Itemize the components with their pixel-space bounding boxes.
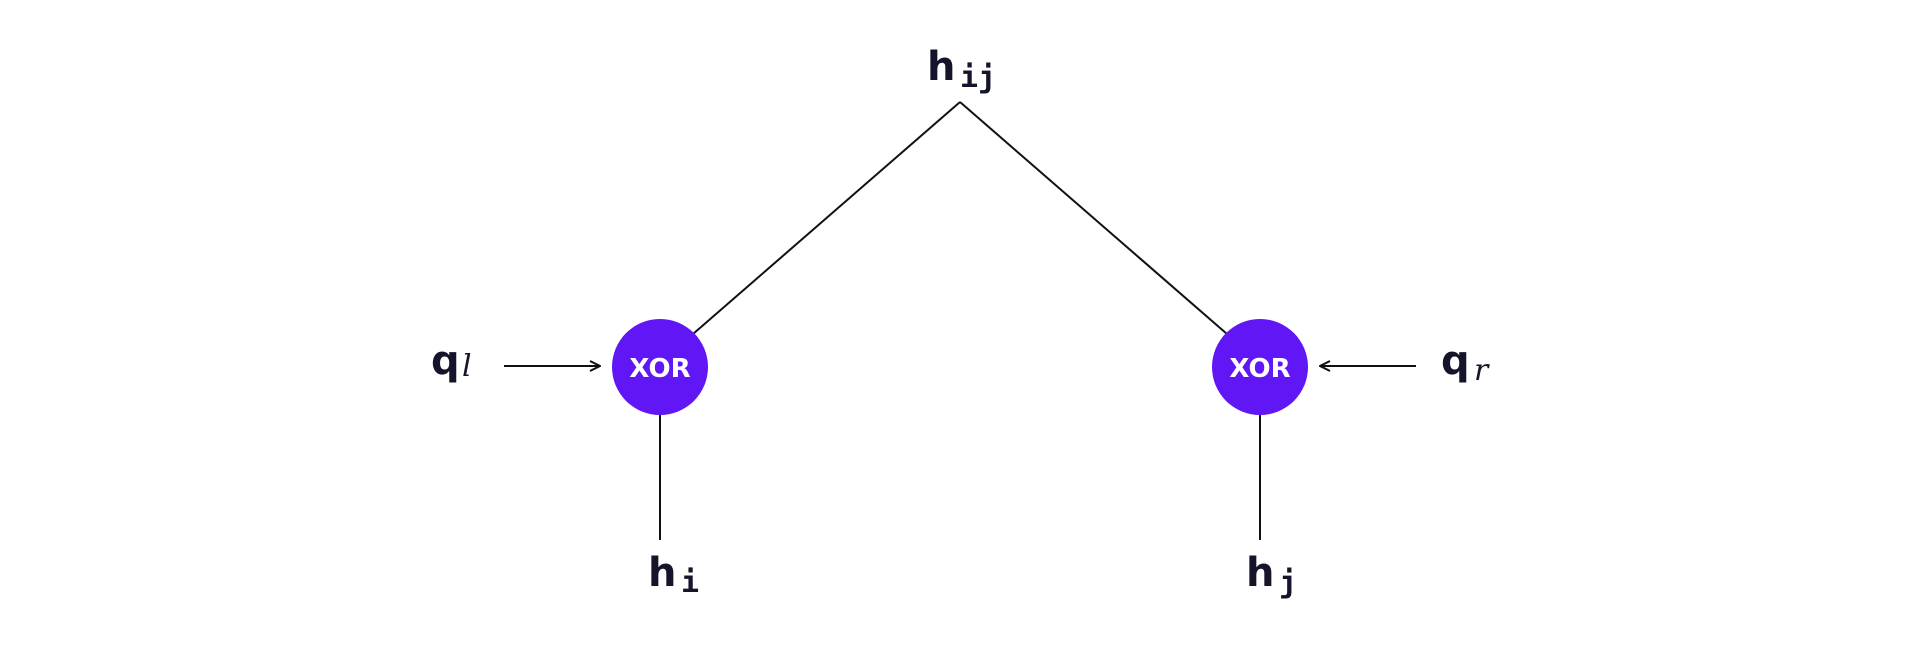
right-xor-gate: XOR xyxy=(1212,319,1308,415)
right-xor-label: XOR xyxy=(1229,354,1290,384)
right-leaf-label: h j xyxy=(1246,550,1297,600)
left-xor-label: XOR xyxy=(629,354,690,384)
left-xor-gate: XOR xyxy=(612,319,708,415)
root-symbol: h xyxy=(927,44,955,90)
left-xor-circle xyxy=(612,319,708,415)
left-input-label: q l xyxy=(431,338,472,384)
left-input-subscript: l xyxy=(462,349,472,384)
right-input-symbol: q xyxy=(1441,338,1470,384)
left-leaf-symbol: h xyxy=(648,550,676,596)
left-leaf-subscript: i xyxy=(681,565,699,600)
right-leaf-symbol: h xyxy=(1246,550,1274,596)
left-input-symbol: q xyxy=(431,338,460,384)
right-leaf-subscript: j xyxy=(1279,565,1297,600)
root-subscript: ij xyxy=(960,60,996,95)
right-input-subscript: r xyxy=(1474,353,1490,388)
left-leaf-label: h i xyxy=(648,550,699,600)
right-xor-circle xyxy=(1212,319,1308,415)
edge-root-left-gate xyxy=(692,101,961,335)
root-node-label: h ij xyxy=(927,44,996,95)
edge-root-right-gate xyxy=(959,101,1228,335)
right-input-label: q r xyxy=(1441,338,1490,388)
